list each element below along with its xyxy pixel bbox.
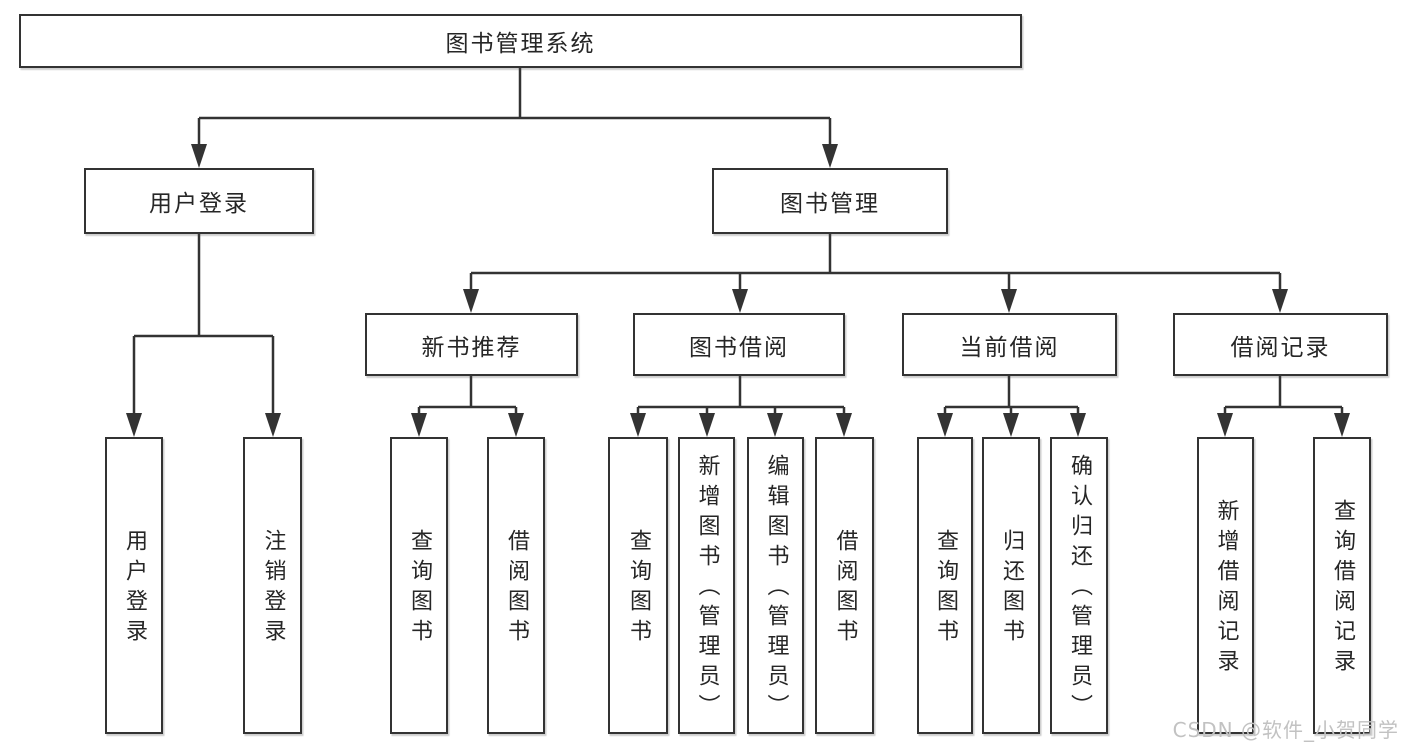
arrowhead (767, 413, 783, 437)
node-leaf-cb-confirm-return: 确认归还（管理员） (1050, 437, 1108, 734)
node-leaf-bb-add-books: 新增图书（管理员） (678, 437, 735, 734)
node-book-mgmt: 图书管理 (712, 168, 948, 234)
node-leaf-br-query-record-label: 查询借阅记录 (1330, 498, 1355, 679)
arrowhead (411, 413, 427, 437)
node-leaf-bb-query-books: 查询图书 (608, 437, 668, 734)
arrowhead (1001, 289, 1017, 313)
csdn-watermark: CSDN @软件_小贺同学 (1172, 718, 1399, 742)
connector-new-book-rec-children (417, 376, 518, 415)
connector-book-borrow-children (636, 376, 846, 415)
node-borrow-records: 借阅记录 (1173, 313, 1388, 376)
node-current-borrow: 当前借阅 (902, 313, 1117, 376)
node-book-mgmt-label: 图书管理 (780, 191, 880, 217)
node-leaf-rec-query-books-label: 查询图书 (407, 528, 432, 649)
node-new-book-rec: 新书推荐 (365, 313, 578, 376)
node-root: 图书管理系统 (19, 14, 1022, 68)
node-leaf-logout: 注销登录 (243, 437, 302, 734)
arrowhead (126, 413, 142, 437)
connector-user-login-children (132, 234, 275, 415)
node-leaf-cb-query-books-label: 查询图书 (933, 528, 958, 649)
arrowheads (126, 144, 1350, 437)
node-new-book-rec-label: 新书推荐 (421, 334, 522, 361)
arrowhead (1272, 289, 1288, 313)
node-leaf-logout-label: 注销登录 (260, 528, 286, 649)
connector-current-borrow-children (943, 376, 1080, 415)
node-leaf-bb-query-books-label: 查询图书 (626, 528, 651, 649)
arrowhead (191, 144, 207, 168)
node-leaf-cb-query-books: 查询图书 (917, 437, 973, 734)
arrowhead (1217, 413, 1233, 437)
node-leaf-cb-return-books: 归还图书 (982, 437, 1040, 734)
node-leaf-bb-borrow-books: 借阅图书 (815, 437, 874, 734)
node-borrow-records-label: 借阅记录 (1230, 334, 1331, 361)
node-root-label: 图书管理系统 (445, 31, 596, 57)
node-leaf-bb-add-books-label: 新增图书（管理员） (694, 453, 720, 724)
node-leaf-cb-return-books-label: 归还图书 (999, 528, 1024, 649)
arrowhead (1334, 413, 1350, 437)
node-leaf-user-login-label: 用户登录 (122, 528, 147, 649)
arrowhead (630, 413, 646, 437)
arrowhead (1070, 413, 1086, 437)
node-leaf-br-add-record-label: 新增借阅记录 (1213, 498, 1239, 679)
arrowhead (822, 144, 838, 168)
node-leaf-bb-edit-books: 编辑图书（管理员） (747, 437, 804, 734)
node-leaf-rec-borrow-books: 借阅图书 (487, 437, 545, 734)
arrowhead (836, 413, 852, 437)
node-leaf-rec-query-books: 查询图书 (390, 437, 448, 734)
arrowhead (463, 289, 479, 313)
node-leaf-cb-confirm-return-label: 确认归还（管理员） (1067, 453, 1092, 724)
arrowhead (699, 413, 715, 437)
arrowhead (732, 289, 748, 313)
node-book-borrow: 图书借阅 (633, 313, 845, 376)
arrowhead (1003, 413, 1019, 437)
arrowhead (937, 413, 953, 437)
node-book-borrow-label: 图书借阅 (689, 334, 789, 361)
node-user-login-label: 用户登录 (149, 191, 249, 217)
node-current-borrow-label: 当前借阅 (959, 334, 1060, 361)
node-leaf-br-add-record: 新增借阅记录 (1197, 437, 1254, 734)
connector-borrow-records-children (1223, 376, 1344, 415)
node-user-login: 用户登录 (84, 168, 314, 234)
connector-root-to-level2 (197, 68, 832, 146)
node-leaf-bb-borrow-books-label: 借阅图书 (832, 528, 858, 649)
arrowhead (508, 413, 524, 437)
node-leaf-bb-edit-books-label: 编辑图书（管理员） (763, 453, 789, 724)
connector-book-mgmt-children (469, 234, 1282, 291)
arrowhead (265, 413, 281, 437)
node-leaf-rec-borrow-books-label: 借阅图书 (504, 528, 529, 649)
node-leaf-user-login: 用户登录 (105, 437, 163, 734)
node-leaf-br-query-record: 查询借阅记录 (1313, 437, 1371, 734)
